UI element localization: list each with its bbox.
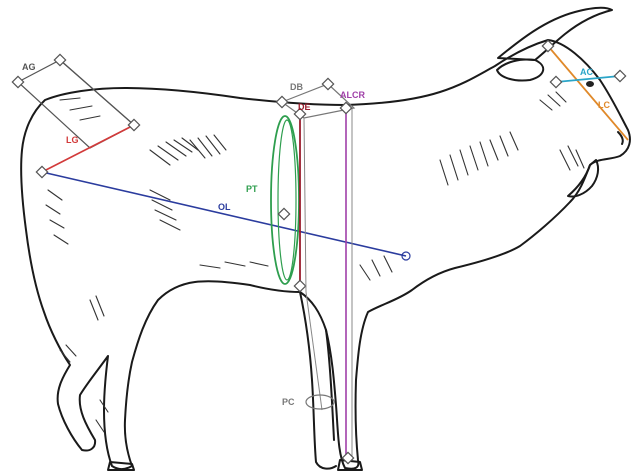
alcr-label: ALCR [340, 90, 365, 100]
goat-horn [498, 8, 612, 60]
guide-line-2 [306, 292, 322, 410]
lg-label: LG [66, 135, 79, 145]
measure-alcr: ALCR [340, 90, 365, 464]
measure-lg: LG [42, 119, 140, 172]
measure-pc: PC [282, 395, 334, 409]
pt-ellipse [271, 116, 299, 284]
de-label: DE [298, 102, 311, 112]
goat-illustration [21, 8, 630, 470]
db-label: DB [290, 82, 303, 92]
measure-ol: OL [36, 166, 410, 260]
guide-line [304, 118, 306, 292]
pc-label: PC [282, 397, 295, 407]
lg-line [42, 125, 134, 172]
pt-marker [278, 208, 289, 219]
measure-de: DE [294, 102, 310, 292]
goat-hair-shading [46, 92, 584, 432]
lc-label: LC [598, 100, 610, 110]
pt-ellipse-inner [278, 120, 296, 280]
measure-lc: LC [542, 40, 628, 140]
goat-eye [586, 81, 594, 87]
goat-ear [497, 59, 543, 80]
ac-label: AC [580, 67, 593, 77]
de-marker-bottom [294, 280, 305, 291]
ac-marker-left [550, 76, 561, 87]
db-marker-1 [276, 96, 287, 107]
lc-line [548, 46, 628, 140]
measure-pt: PT [246, 116, 299, 284]
goat-body-outline [21, 40, 630, 469]
pt-label: PT [246, 184, 258, 194]
ac-marker-right [614, 70, 625, 81]
ol-label: OL [218, 202, 231, 212]
ol-line [42, 172, 406, 256]
ol-marker-start [36, 166, 47, 177]
ag-label: AG [22, 62, 36, 72]
